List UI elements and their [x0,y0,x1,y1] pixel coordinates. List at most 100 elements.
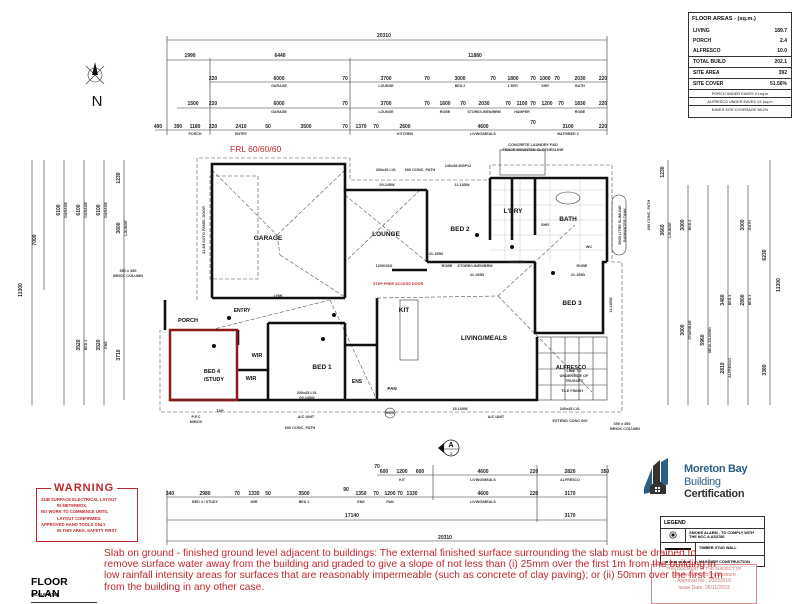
legend-label: TIMBER STUD WALL [699,546,737,551]
note: 21.155D [429,252,444,256]
laundry-pad [499,149,546,176]
room-study: /STUDY [204,377,225,383]
dim-top: 1000 [539,76,550,82]
dim-label: BED 2 [688,220,692,231]
dim-top: 3000 [454,76,465,82]
dim-bottom: 90 [343,487,349,493]
dim-label: PAN [386,500,394,504]
dim-label: GARAGE [104,202,108,218]
dim-label: LIVING/MEALS [470,500,496,504]
note: 240x45 LVL [560,407,581,411]
dim-label: ALFRESCO [560,478,580,482]
dim-label: GARAGE [271,84,287,88]
dim-bottom: 600 [380,469,389,475]
dim-right: 6230 [762,249,768,260]
note: TAP [216,409,224,413]
dim-right: 2800 [740,294,746,305]
note-line: from the building in any other case. [104,581,265,593]
dim-left: 6100 [96,204,102,215]
dim-bottom: 70 [374,464,380,470]
room-robe: ROBE [577,264,588,268]
dim-top: 70 [490,76,496,82]
row-label: TOTAL BUILD [693,59,726,65]
warning-line: LAYOUT CONFIRMED. [57,515,102,521]
note: TILE FINISH [561,389,583,393]
issue-date: Issue Date: 06/11/2023 [678,585,730,591]
section-marker[interactable]: A 3 [438,439,460,457]
dim-top: 6000 [273,101,284,107]
dim-top: 70 [424,101,430,107]
frl-note: FRL 60/60/60 [230,144,281,154]
dim-top: 220 [599,76,608,82]
dim-top: 70 [342,76,348,82]
room-hamper: HAMPER [509,260,526,264]
approval-stamp: THIS DOCMENT IS THE SUBJECT OF BUILDING … [651,564,757,604]
note: 350 x 350 [614,422,631,426]
dim-left: 3520 [76,339,82,350]
dim-top: 70 [530,120,536,126]
dim-right: 11300 [776,278,782,292]
stamp-line: THIS DOCMENT IS THE SUBJECT OF [666,566,742,571]
room-bed3: BED 3 [562,300,582,307]
logo-text: Building [684,476,721,488]
note: 09.245W [299,396,315,400]
row-value: 51.56% [770,81,787,87]
note-line: Slab on ground - finished ground level a… [104,548,697,559]
dim-top: 4600 [477,124,488,130]
dim-top: 70 [530,101,536,107]
note: 12.185W [454,183,470,187]
note: 13.185W [609,297,613,313]
dim-top: 3700 [380,76,391,82]
floor-areas-title: FLOOR AREAS - (sq.m.) [692,16,756,22]
dim-label: BATH/BED 3 [557,132,578,136]
dim-label: STAIR/BAR [688,320,692,340]
room-bed1: BED 1 [312,364,332,371]
dim-label: PORCH [189,132,202,136]
row-value: 392 [778,70,787,76]
slab-drainage-note: Slab on ground - finished ground level a… [104,548,723,593]
dim-left: 7000 [32,234,38,245]
room-shower: SHR [541,223,549,227]
note: RAINWATER TANK [623,208,627,242]
dim-bottom: 1200 [396,469,407,475]
dim-top: 70 [342,101,348,107]
note: LHW [274,294,283,298]
note: 140x38 MGP12 [445,164,472,168]
walls [163,162,609,402]
dim-bottom: 3170 [564,513,575,519]
note: TRUSSES [565,379,583,383]
dim-right: 5960 [700,334,706,345]
dim-label: MEALS/LIVING [708,327,712,353]
room-ensuite: ENS [352,379,363,385]
dim-top: 2030 [478,101,489,107]
dim-label: ALFRESCO [728,358,732,378]
dim-label: ROBE [575,110,586,114]
note: 600 CONC. PATH [285,426,316,430]
dim-label: BED 4 / STUDY [192,500,218,504]
legend-item: SMOKE ALARM - TO COMPLY WITH THE NCC & A… [661,529,764,543]
alfresco-tiles [536,336,608,401]
dim-left: 1230 [116,172,122,183]
step-free-note: STEP FREE ACCESS DOOR [373,282,423,286]
note: 200x45 LVL [376,168,397,172]
dim-label: WIR [251,500,258,504]
dim-right: 3000 [680,219,686,230]
note: 5000 LITRE SLIMLINE [618,205,622,245]
room-kitchen: KIT [399,307,410,314]
left-dimensions [31,160,125,405]
note: UNDERSIDE OF [560,374,589,378]
dim-bottom-row-1: 70 600 1200 KIT 600 4600 LIVING/MEALS 22… [374,464,609,482]
dim-top: 6000 [273,76,284,82]
dim-top: 390 [174,124,183,130]
dim-top: 490 [154,124,163,130]
dim-label: L'DRY [508,84,519,88]
dim-right: 1230 [660,166,666,177]
dim-label: STORE/LINEN/BRM [467,110,500,114]
area-note: ALFRESCO UNDER EAVES 13.1sq.m [689,97,791,105]
kitchen-island [399,299,419,361]
dim-right: 3000 [680,324,686,335]
note: A/C UNIT [488,415,505,419]
